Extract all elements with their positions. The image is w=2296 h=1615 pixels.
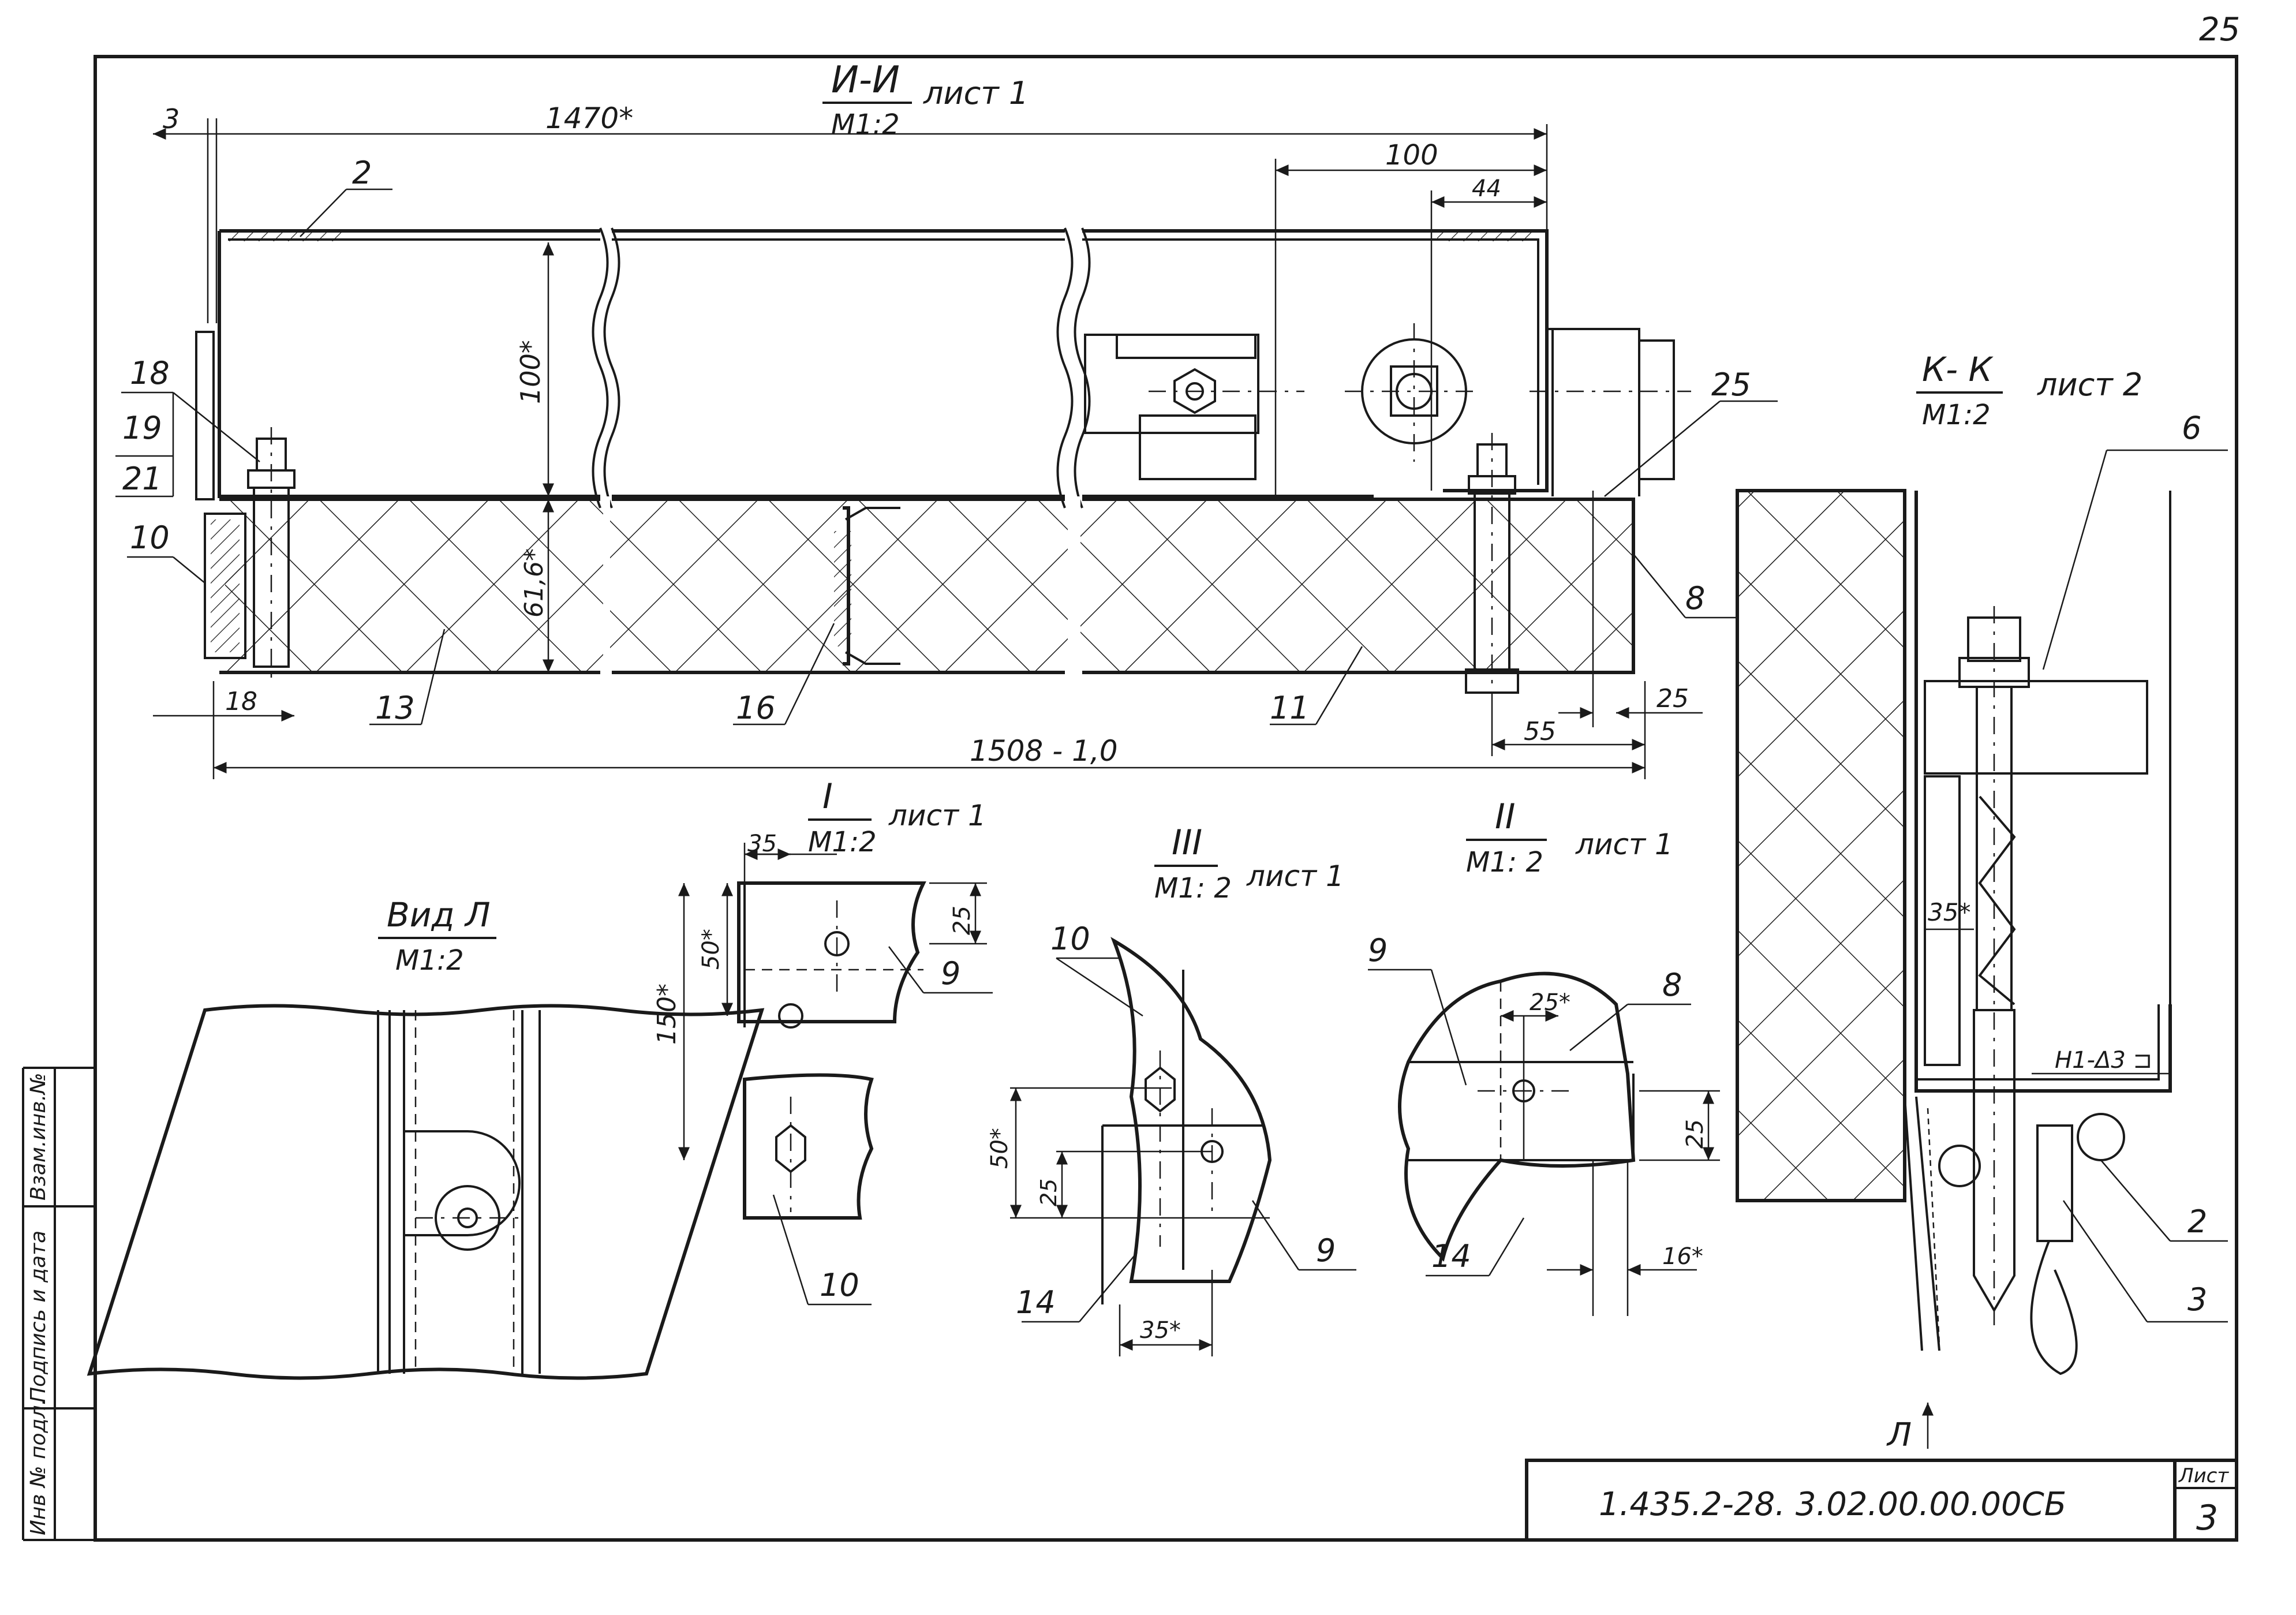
kk-view-arrow: Л xyxy=(1886,1416,1912,1454)
detail-ii-scale: М1: 2 xyxy=(1466,846,1543,878)
kk-callout-6: 6 xyxy=(2182,410,2201,446)
dim-1508: 1508 - 1,0 xyxy=(970,734,1118,768)
detail-ii-sheetref: лист 1 xyxy=(1575,828,1673,861)
callout-13: 13 xyxy=(375,690,415,726)
section-kk-title: К- К xyxy=(1922,350,1994,389)
dim-55: 55 xyxy=(1524,717,1556,746)
kk-dim-35: 35* xyxy=(1928,898,1970,926)
view-l-scale: М1:2 xyxy=(395,944,464,977)
dim-1470: 1470* xyxy=(545,102,633,135)
view-l: Вид Л М1:2 xyxy=(87,895,765,1380)
detail-ii-dim-16: 16* xyxy=(1662,1243,1703,1270)
kk-callout-3: 3 xyxy=(2187,1281,2207,1318)
section-ii-title: И-И xyxy=(831,59,900,102)
detail-ii-title: II xyxy=(1495,797,1515,837)
title-block: 1.435.2-28. 3.02.00.00.00СБ Лист 3 xyxy=(1525,1459,2238,1542)
stamp-inv: Инв № подл. xyxy=(27,1399,50,1535)
dim-61-6: 61,6* xyxy=(519,548,549,618)
detail-iii-title: III xyxy=(1172,823,1202,863)
side-stamp: Инв № подл. Подпись и дата Взам.инв.№ xyxy=(22,1067,95,1541)
detail-i-title: I xyxy=(822,776,833,817)
detail-i-sheetref: лист 1 xyxy=(888,799,986,832)
dim-25: 25 xyxy=(1656,684,1689,713)
sheet-label: Лист xyxy=(2178,1464,2229,1487)
view-l-title: Вид Л xyxy=(387,895,491,934)
detail-i-dim-50: 50* xyxy=(698,929,724,970)
detail-iii-dim-35: 35* xyxy=(1140,1317,1181,1344)
sheet-frame: 25 xyxy=(94,11,2240,1542)
kk-callout-2: 2 xyxy=(2187,1203,2207,1240)
detail-ii-dim-25b: 25 xyxy=(1682,1119,1708,1149)
detail-ii: II М1: 2 лист 1 25* 25 16* 9 8 14 xyxy=(1368,797,1720,1316)
section-kk-scale: М1:2 xyxy=(1922,399,1991,431)
drawing-designation: 1.435.2-28. 3.02.00.00.00СБ xyxy=(1599,1486,2066,1523)
callout-18: 18 xyxy=(130,355,170,391)
section-ii-scale: М1:2 xyxy=(831,109,900,141)
detail-i-callout-9: 9 xyxy=(941,955,960,992)
detail-iii-dim-25: 25 xyxy=(1036,1179,1061,1206)
detail-iii-sheetref: лист 1 xyxy=(1246,859,1344,893)
callout-11: 11 xyxy=(1270,690,1310,726)
section-kk: К- К М1:2 лист 2 35* Л Н1-Δ3 ⊐ 6 2 3 xyxy=(1736,350,2228,1454)
dim-18: 18 xyxy=(225,687,257,716)
callout-16: 16 xyxy=(736,690,776,726)
sheet-number: 3 xyxy=(2196,1498,2218,1538)
detail-i-dim-25: 25 xyxy=(949,906,975,935)
section-ii-sheetref: лист 1 xyxy=(923,75,1029,111)
section-ii: И-И М1:2 лист 1 3 1470* 100 44 100* xyxy=(115,59,1778,779)
detail-i-callout-10: 10 xyxy=(820,1267,859,1303)
callout-25: 25 xyxy=(1711,367,1751,403)
callout-10: 10 xyxy=(130,519,170,556)
detail-i-dim-150: 150* xyxy=(652,984,682,1045)
detail-i-dim-35: 35 xyxy=(747,831,777,857)
detail-ii-dim-25a: 25* xyxy=(1530,989,1570,1016)
detail-ii-callout-14: 14 xyxy=(1431,1238,1471,1274)
detail-ii-callout-8: 8 xyxy=(1662,967,1682,1003)
detail-iii-callout-10: 10 xyxy=(1050,921,1090,957)
stamp-replace: Взам.инв.№ xyxy=(27,1072,50,1201)
detail-i-scale: М1:2 xyxy=(808,826,877,858)
detail-iii-callout-9: 9 xyxy=(1316,1232,1336,1269)
dim-3: 3 xyxy=(163,103,180,134)
dim-100v: 100* xyxy=(515,340,546,404)
stamp-sign: Подпись и дата xyxy=(27,1231,50,1403)
detail-iii: III М1: 2 лист 1 50* 25 35* 10 9 14 xyxy=(986,823,1356,1356)
callout-19: 19 xyxy=(122,410,162,446)
detail-iii-scale: М1: 2 xyxy=(1154,872,1232,904)
dim-100-top: 100 xyxy=(1385,139,1438,171)
callout-21: 21 xyxy=(122,461,162,497)
page-number: 25 xyxy=(2199,11,2240,48)
detail-iii-dim-50: 50* xyxy=(986,1128,1013,1169)
detail-i: I М1:2 лист 1 35 50* 150* 25 9 10 xyxy=(652,776,993,1306)
callout-8: 8 xyxy=(1685,580,1705,616)
callout-2: 2 xyxy=(352,155,372,191)
section-kk-sheetref: лист 2 xyxy=(2037,367,2142,403)
detail-iii-callout-14: 14 xyxy=(1016,1284,1056,1321)
dim-44: 44 xyxy=(1472,175,1501,202)
detail-ii-callout-9: 9 xyxy=(1368,932,1388,969)
kk-weld: Н1-Δ3 ⊐ xyxy=(2055,1047,2152,1074)
